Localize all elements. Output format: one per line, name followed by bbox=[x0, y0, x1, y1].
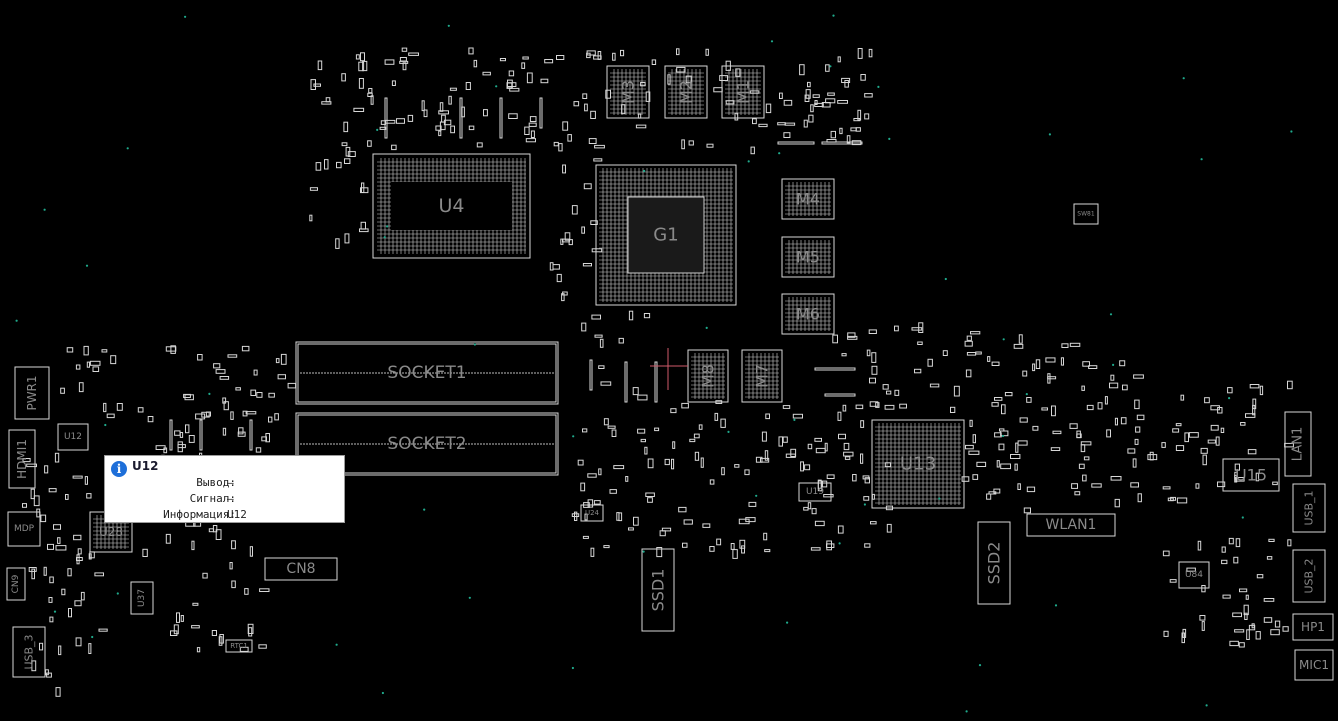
component-label-hp1: HP1 bbox=[1301, 620, 1325, 634]
component-label-m1: M1 bbox=[734, 80, 753, 104]
component-u84[interactable] bbox=[1178, 561, 1210, 589]
component-label-u13: U13 bbox=[900, 454, 936, 475]
component-sw1[interactable] bbox=[1073, 203, 1099, 225]
component-label-ssd2: SSD2 bbox=[985, 542, 1004, 585]
component-label-socket1: SOCKET1 bbox=[387, 363, 466, 383]
component-u19[interactable] bbox=[798, 482, 832, 502]
component-u13[interactable] bbox=[871, 419, 965, 509]
component-m6[interactable] bbox=[781, 293, 835, 335]
component-cn9[interactable] bbox=[6, 567, 26, 601]
component-u4[interactable] bbox=[372, 153, 531, 259]
component-m7[interactable] bbox=[741, 349, 783, 403]
component-mic1[interactable] bbox=[1294, 649, 1334, 681]
component-hdmi1[interactable] bbox=[8, 429, 36, 489]
component-label-rtc1: RTC1 bbox=[230, 642, 248, 650]
component-label-socket2: SOCKET2 bbox=[387, 434, 466, 454]
component-u12[interactable] bbox=[57, 423, 89, 451]
component-label-ssd1: SSD1 bbox=[649, 569, 668, 612]
component-label-u28: U28 bbox=[99, 525, 123, 539]
component-label-m7: M7 bbox=[753, 364, 772, 388]
component-mdp[interactable] bbox=[7, 511, 41, 547]
component-wlan1[interactable] bbox=[1026, 513, 1116, 537]
info-icon: i bbox=[111, 461, 127, 477]
tooltip-title: U12 bbox=[132, 459, 159, 473]
component-u24[interactable] bbox=[580, 504, 604, 522]
component-label-usb1: USB_1 bbox=[1303, 490, 1316, 525]
component-label-wlan1: WLAN1 bbox=[1046, 517, 1097, 533]
component-m2[interactable] bbox=[664, 65, 708, 119]
component-label-u15: U15 bbox=[1235, 466, 1267, 485]
component-m8[interactable] bbox=[687, 349, 729, 403]
component-rtc1[interactable] bbox=[225, 639, 253, 653]
component-pwr1[interactable] bbox=[14, 366, 50, 420]
component-usb3[interactable] bbox=[12, 626, 46, 678]
component-label-m8: M8 bbox=[699, 364, 718, 388]
component-label-m4: M4 bbox=[796, 190, 820, 209]
component-label-m2: M2 bbox=[677, 80, 696, 104]
component-usb2[interactable] bbox=[1292, 549, 1326, 603]
component-usb1[interactable] bbox=[1292, 483, 1326, 533]
component-label-cn8: CN8 bbox=[286, 561, 315, 577]
component-g1[interactable] bbox=[595, 164, 737, 306]
component-cn8[interactable] bbox=[264, 557, 338, 581]
component-label-u24: U24 bbox=[585, 509, 600, 517]
component-label-u12: U12 bbox=[64, 432, 82, 442]
component-info-tooltip: i U12 Вывод: — Сигнал: — Информация: U12 bbox=[104, 455, 345, 523]
component-label-usb2: USB_2 bbox=[1303, 558, 1316, 593]
component-label-u84: U84 bbox=[1185, 570, 1203, 580]
component-ssd2[interactable] bbox=[977, 521, 1011, 605]
component-hp1[interactable] bbox=[1292, 613, 1334, 641]
component-label-lan1: LAN1 bbox=[1291, 427, 1306, 461]
component-label-m3: M3 bbox=[619, 80, 638, 104]
component-label-sw1: SW81 bbox=[1077, 211, 1095, 218]
component-label-mic1: MIC1 bbox=[1299, 658, 1329, 672]
component-label-u37: U37 bbox=[137, 589, 147, 607]
component-label-cn9: CN9 bbox=[11, 574, 21, 593]
component-socket2[interactable] bbox=[295, 412, 559, 476]
component-label-mdp: MDP bbox=[14, 524, 35, 534]
component-socket1[interactable] bbox=[295, 341, 559, 405]
component-ssd1[interactable] bbox=[641, 548, 675, 632]
component-label-m6: M6 bbox=[796, 305, 820, 324]
component-label-pwr1: PWR1 bbox=[25, 375, 39, 410]
component-label-u4: U4 bbox=[439, 195, 465, 217]
component-label-usb3: USB_3 bbox=[23, 634, 36, 669]
component-u15[interactable] bbox=[1222, 458, 1280, 492]
component-label-g1: G1 bbox=[653, 225, 678, 246]
component-m4[interactable] bbox=[781, 178, 835, 220]
component-label-m5: M5 bbox=[796, 248, 820, 267]
component-label-hdmi1: HDMI1 bbox=[15, 439, 29, 479]
component-label-u19: U19 bbox=[806, 487, 824, 497]
component-m5[interactable] bbox=[781, 236, 835, 278]
component-u37[interactable] bbox=[130, 581, 154, 615]
